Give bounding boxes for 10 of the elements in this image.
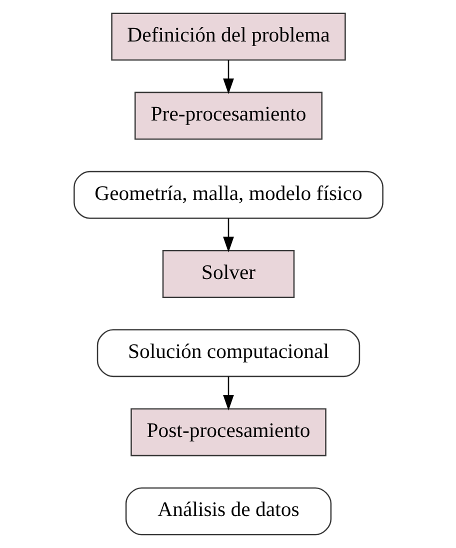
arrow (222, 376, 234, 411)
arrow (222, 218, 234, 252)
node-box: Post-procesamiento (130, 408, 326, 456)
node-box: Solver (162, 250, 294, 298)
node-box: Solución computacional (96, 329, 360, 378)
node-box: Definición del problema (110, 12, 346, 61)
node-box: Pre-procesamiento (134, 92, 322, 140)
arrow (222, 60, 234, 94)
node-box: Análisis de datos (124, 487, 332, 536)
node-box: Geometría, malla, modelo físico (73, 170, 383, 219)
